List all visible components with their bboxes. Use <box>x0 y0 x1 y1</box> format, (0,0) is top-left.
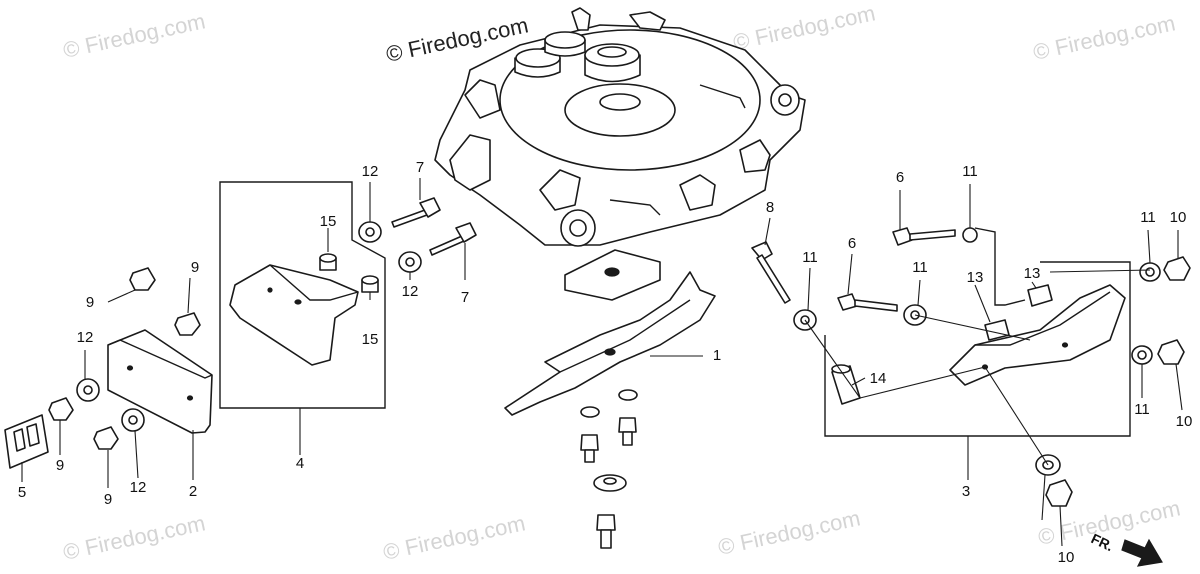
left-plate-assembly <box>4 267 213 469</box>
callout-washer-11-e: 11 <box>1134 401 1150 418</box>
leader-lines <box>21 178 1183 547</box>
callout-nut-9-b: 9 <box>191 259 199 276</box>
callout-bolt-6-upper: 6 <box>896 169 904 186</box>
arrow-icon <box>1121 538 1163 567</box>
callout-spacer-13-a: 13 <box>967 269 984 286</box>
callout-nut-9-c: 9 <box>56 457 64 474</box>
callout-plate: 2 <box>189 483 197 500</box>
callout-bolt-8: 8 <box>766 199 774 216</box>
blade-bolts <box>580 389 638 549</box>
discharge-bracket-assembly <box>219 181 477 409</box>
blade-adapter <box>564 249 661 301</box>
callout-blade: 1 <box>713 347 721 364</box>
callout-nut-9-d: 9 <box>104 491 112 508</box>
mower-blade <box>504 271 716 416</box>
callout-nut-10-a: 10 <box>1170 209 1187 226</box>
mower-deck <box>434 7 806 247</box>
callout-washer-11-c: 11 <box>912 259 928 276</box>
callout-washer-12-c: 12 <box>77 329 94 346</box>
watermark-text: © Firedog.com <box>61 8 208 63</box>
callout-bolt-7-upper: 7 <box>416 159 424 176</box>
callout-nut-10-b: 10 <box>1176 413 1193 430</box>
callout-spacer-14: 14 <box>870 370 887 387</box>
callout-spacer-15-a: 15 <box>320 213 337 230</box>
mulch-plug-assembly <box>751 227 1191 507</box>
callout-spacer-15-b: 15 <box>362 331 379 348</box>
callout-mulch-plug: 3 <box>962 483 970 500</box>
callout-washer-12-b: 12 <box>402 283 419 300</box>
callout-nut-9-a: 9 <box>86 294 94 311</box>
watermark-text: © Firedog.com <box>1031 10 1178 65</box>
callout-gasket: 5 <box>18 484 26 501</box>
callout-bracket: 4 <box>296 455 304 472</box>
callout-bolt-6-lower: 6 <box>848 235 856 252</box>
callout-bolt-7-lower: 7 <box>461 289 469 306</box>
callout-labels: 1 2 3 4 5 6 6 7 7 8 9 9 9 9 10 10 10 11 … <box>18 159 1193 566</box>
watermark-text: © Firedog.com <box>381 510 528 565</box>
callout-nut-10-c: 10 <box>1058 549 1075 566</box>
callout-washer-12-a: 12 <box>362 163 379 180</box>
watermark-text: © Firedog.com <box>61 510 208 565</box>
callout-washer-12-d: 12 <box>130 479 147 496</box>
callout-washer-11-a: 11 <box>962 163 978 180</box>
watermark-text: © Firedog.com <box>716 505 863 560</box>
front-direction-marker: FR. <box>1089 530 1163 567</box>
watermark-text: © Firedog.com <box>731 0 878 55</box>
callout-spacer-13-b: 13 <box>1024 265 1041 282</box>
callout-washer-11-d: 11 <box>1140 209 1156 226</box>
callout-washer-11-b: 11 <box>802 249 818 266</box>
